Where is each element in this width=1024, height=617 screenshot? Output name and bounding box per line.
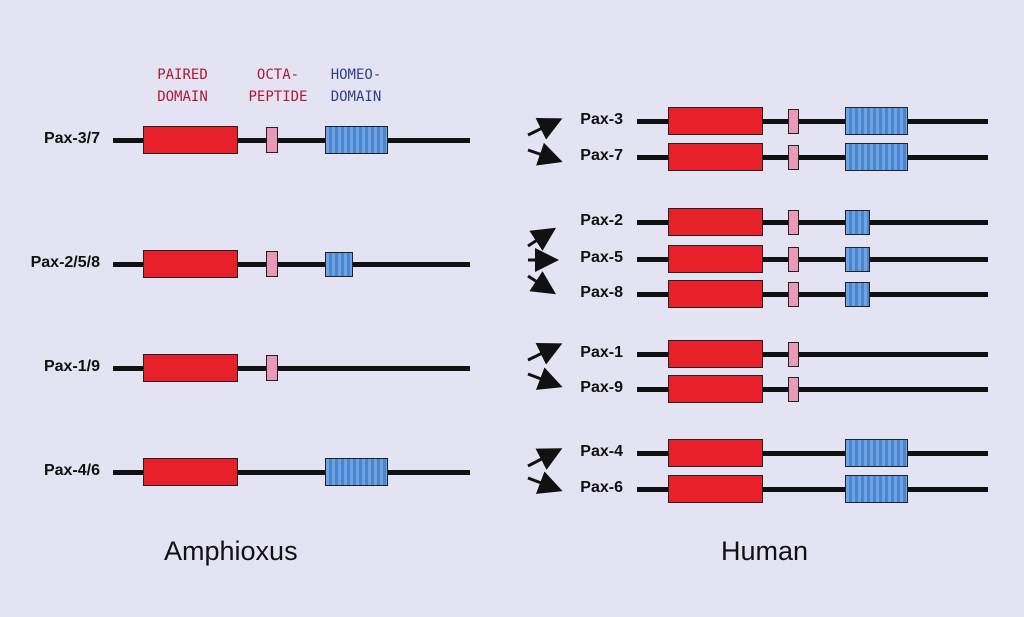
gene-label: Pax-5 bbox=[580, 249, 623, 266]
gene-line bbox=[637, 451, 988, 456]
gene-label: Pax-1/9 bbox=[43, 358, 100, 375]
gene-label: Pax-6 bbox=[580, 479, 623, 496]
octapeptide-box bbox=[788, 341, 799, 367]
paired-domain-box bbox=[668, 107, 763, 135]
homeodomain-box bbox=[845, 143, 908, 171]
homeodomain-box bbox=[325, 126, 388, 154]
paired-domain-box bbox=[668, 340, 763, 368]
paired-domain-box bbox=[668, 280, 763, 308]
gene-line bbox=[637, 257, 988, 262]
octapeptide-box bbox=[266, 127, 278, 153]
paired-domain-box bbox=[668, 439, 763, 467]
paired-domain-box bbox=[143, 126, 238, 154]
octapeptide-box bbox=[266, 355, 278, 381]
homeodomain-header: HOMEO- DOMAIN bbox=[318, 64, 394, 108]
paired-domain-box bbox=[668, 475, 763, 503]
homeodomain-header-line1: HOMEO- bbox=[330, 67, 382, 83]
octapeptide-header-line1: OCTA- bbox=[256, 67, 300, 83]
arrow-icon bbox=[527, 367, 563, 390]
paired-domain-box bbox=[668, 143, 763, 171]
gene-line bbox=[113, 470, 470, 475]
homeodomain-box bbox=[325, 251, 353, 277]
amphioxus-title: Amphioxus bbox=[164, 536, 298, 566]
octapeptide-box bbox=[788, 281, 799, 307]
homeodomain-box bbox=[845, 107, 908, 135]
gene-label: Pax-8 bbox=[580, 284, 623, 301]
paired-domain-header: PAIRED DOMAIN bbox=[140, 64, 225, 108]
homeodomain-header-line2: DOMAIN bbox=[330, 89, 382, 105]
arrow-icon bbox=[527, 471, 563, 494]
arrow-icon bbox=[527, 343, 563, 365]
homeodomain-box bbox=[845, 475, 908, 503]
gene-label: Pax-2/5/8 bbox=[30, 254, 100, 271]
gene-label: Pax-3 bbox=[580, 111, 623, 128]
gene-line bbox=[113, 262, 470, 267]
gene-label: Pax-4 bbox=[580, 443, 623, 460]
octapeptide-box bbox=[788, 209, 799, 235]
gene-line bbox=[637, 220, 988, 225]
homeodomain-box bbox=[845, 281, 870, 307]
arrow-icon bbox=[527, 142, 563, 166]
arrow-icon bbox=[527, 118, 563, 140]
paired-domain-box bbox=[143, 458, 238, 486]
gene-label: Pax-3/7 bbox=[43, 130, 100, 147]
gene-label: Pax-4/6 bbox=[43, 462, 100, 479]
paired-domain-box bbox=[143, 354, 238, 382]
octapeptide-box bbox=[788, 246, 799, 272]
gene-label: Pax-9 bbox=[580, 379, 623, 396]
octapeptide-box bbox=[788, 144, 799, 170]
paired-domain-box bbox=[143, 250, 238, 278]
paired-domain-box bbox=[668, 208, 763, 236]
gene-line bbox=[637, 352, 988, 357]
gene-line bbox=[113, 138, 470, 143]
paired-domain-box bbox=[668, 245, 763, 273]
gene-line bbox=[637, 487, 988, 492]
gene-line bbox=[637, 155, 988, 160]
octapeptide-box bbox=[266, 251, 278, 277]
gene-line bbox=[637, 119, 988, 124]
gene-label: Pax-2 bbox=[580, 212, 623, 229]
arrow-icon bbox=[527, 271, 557, 295]
octapeptide-header-line2: PEPTIDE bbox=[248, 89, 308, 105]
homeodomain-box bbox=[845, 246, 870, 272]
gene-label: Pax-1 bbox=[580, 344, 623, 361]
human-title: Human bbox=[721, 536, 809, 566]
gene-line bbox=[113, 366, 470, 371]
paired-domain-header-line1: PAIRED bbox=[157, 67, 208, 83]
paired-domain-box bbox=[668, 375, 763, 403]
octapeptide-header: OCTA- PEPTIDE bbox=[238, 64, 318, 108]
gene-label: Pax-7 bbox=[580, 147, 623, 164]
paired-domain-header-line2: DOMAIN bbox=[157, 89, 208, 105]
homeodomain-box bbox=[845, 439, 908, 467]
homeodomain-box bbox=[845, 209, 870, 235]
arrow-icon bbox=[527, 227, 557, 251]
octapeptide-box bbox=[788, 376, 799, 402]
gene-line bbox=[637, 292, 988, 297]
octapeptide-box bbox=[788, 108, 799, 134]
gene-line bbox=[637, 387, 988, 392]
arrow-icon bbox=[527, 448, 563, 470]
homeodomain-box bbox=[325, 458, 388, 486]
